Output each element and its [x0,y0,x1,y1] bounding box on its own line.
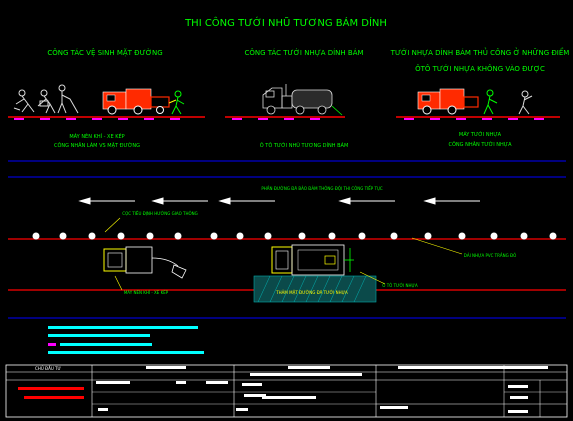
leader-line [104,217,121,233]
worker-figure [13,89,35,113]
general-notes-block [48,326,204,354]
worker-blower-figure [168,90,185,115]
worker-figure [57,84,79,114]
dimension-tags [232,118,320,120]
leader-line [411,237,463,255]
sprayed-area-hatch [253,275,377,303]
section-manual: MÁY TƯỚI NHỰA CÔNG NHÂN TƯỚI NHỰA [396,88,560,148]
compressor-truck [102,88,170,115]
section-spraying: Ô TÔ TƯỚI NHŨ TƯƠNG DÍNH BÁM [225,84,348,149]
section-cleaning-heading: CÔNG TÁC VỆ SINH MẶT ĐƯỜNG [47,48,162,57]
plan-compressor-note: MÁY NÉN KHÍ - XE KÉP [124,290,169,295]
hatch-lines [257,275,367,303]
compressor-plan [103,246,187,279]
worker-spraying-figure [518,90,533,115]
asphalt-sprayer-machine [417,88,479,115]
worker-spraying-figure [483,89,498,115]
asphalt-sprayer-truck [262,84,343,116]
manual-note-1: MÁY TƯỚI NHỰA [459,131,502,138]
section-spraying-heading: CÔNG TÁC TƯỚI NHỰA DÍNH BÁM [244,48,363,57]
leader-line [114,275,123,291]
plan-edge-note: DẢI NHỰA PVC TRẮNG ĐỎ [464,253,517,258]
traffic-cones [32,232,557,240]
section-cleaning: MÁY NÉN KHÍ - XE KÉP CÔNG NHÂN LÀM VS MẶ… [8,84,205,149]
spraying-note: Ô TÔ TƯỚI NHŨ TƯƠNG DÍNH BÁM [260,142,349,149]
dimension-tags [14,118,180,120]
title-block: CHỦ ĐẦU TƯ [5,364,568,418]
sprayer-truck-plan [271,244,354,276]
leader-line [359,271,386,285]
plan-view: PHẦN ĐƯỜNG ĐÃ BẢO ĐẢM THÔNG ĐỘI THI CÔNG… [8,185,566,303]
cleaning-note-2: CÔNG NHÂN LÀM VS MẶT ĐƯỜNG [54,142,140,149]
cleaning-note-1: MÁY NÉN KHÍ - XE KÉP [69,132,124,140]
plan-cones-note: CỌC TIÊU ĐỊNH HƯỚNG GIAO THÔNG [122,211,197,216]
traffic-direction-arrows [78,197,480,205]
plan-truck-note: Ô TÔ TƯỚI NHỰA [382,283,418,288]
plan-sprayed-note: THẢM MẶT ĐƯỜNG ĐÃ TƯỚI NHỰA [275,290,348,295]
plan-direction-note: PHẦN ĐƯỜNG ĐÃ BẢO ĐẢM THÔNG ĐỘI THI CÔNG… [261,185,383,191]
dimension-tags [404,118,544,120]
section-manual-heading: TƯỚI NHỰA DÍNH BÁM THỦ CÔNG Ở NHỮNG ĐIỂM [390,47,570,57]
owner-label: CHỦ ĐẦU TƯ [35,366,61,371]
section-manual-heading-2: ÔTÔ TƯỚI NHỰA KHÔNG VÀO ĐƯỢC [415,64,545,73]
drawing-title: THI CÔNG TƯỚI NHŨ TƯƠNG BÁM DÍNH [184,16,387,29]
manual-note-2: CÔNG NHÂN TƯỚI NHỰA [448,141,512,148]
worker-figure [37,89,56,114]
